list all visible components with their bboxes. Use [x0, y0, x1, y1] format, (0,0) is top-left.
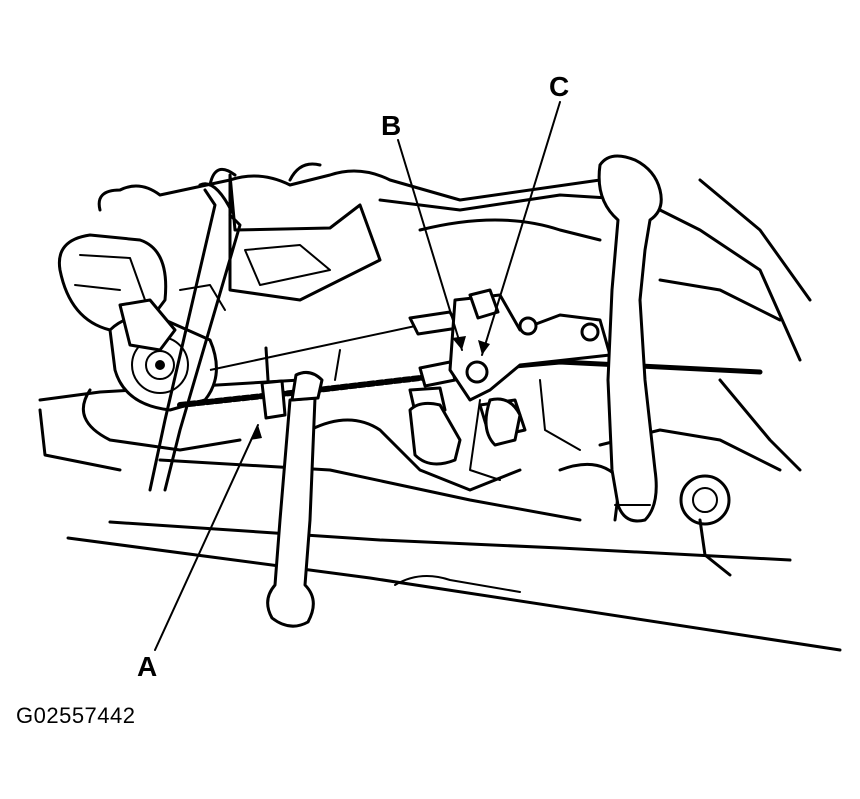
vertical-hose — [597, 154, 663, 523]
lower-hose — [266, 370, 324, 628]
grommet — [679, 474, 732, 577]
leader-lines — [154, 101, 561, 651]
misc-components — [334, 349, 581, 466]
engine-block — [38, 162, 812, 522]
throttle-body — [57, 233, 226, 412]
callout-label-b: B — [381, 110, 402, 141]
frame-rail — [38, 378, 842, 652]
figure-id: G02557442 — [16, 703, 136, 728]
callout-label-a: A — [137, 651, 158, 682]
cable-clip-a — [260, 346, 287, 420]
callout-label-c: C — [549, 71, 570, 102]
left-pipe — [148, 182, 242, 492]
cable-bracket — [448, 288, 612, 481]
